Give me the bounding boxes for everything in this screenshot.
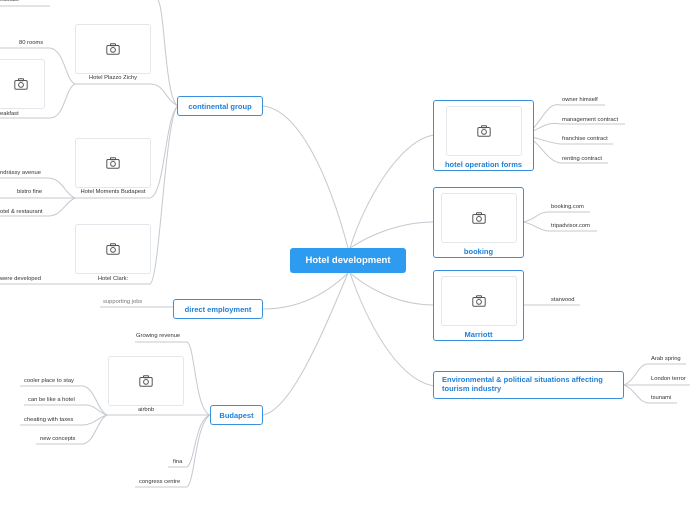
camera-icon xyxy=(106,43,120,55)
topic-title: Marriott xyxy=(464,330,493,339)
subtopic-renting-contract[interactable]: renting contract xyxy=(562,156,602,162)
topic-title: booking xyxy=(463,247,494,256)
subtopic-cooler-place-to-stay[interactable]: cooler place to stay xyxy=(24,378,74,384)
subtopic-supporting-jobs[interactable]: supporting jobs xyxy=(103,299,143,305)
subtopic-owner-himself[interactable]: owner himself xyxy=(562,97,598,103)
camera-icon xyxy=(471,212,486,224)
topic-continental-group[interactable]: continental group xyxy=(177,96,263,116)
subtopic-were-developed[interactable]: were developed xyxy=(0,276,41,282)
topic-direct-employment[interactable]: direct employment xyxy=(173,299,263,319)
subtopic-growing-revenue[interactable]: Growing revenue xyxy=(136,333,181,339)
subtopic-tripadvisor-com[interactable]: tripadvisor.com xyxy=(551,223,590,229)
camera-icon xyxy=(139,375,153,387)
image-placeholder-breakfast xyxy=(0,59,45,109)
topic-title: Environmental & political situations aff… xyxy=(442,375,603,393)
subtopic-80-rooms[interactable]: 80 rooms xyxy=(19,40,44,46)
subtopic-cheating-with-taxes[interactable]: cheating with taxes xyxy=(24,417,74,423)
image-placeholder-airbnb xyxy=(108,356,184,406)
central-topic[interactable]: Hotel development xyxy=(290,248,406,273)
topic-title: hotel operation forms xyxy=(444,160,523,169)
subtopic-bistro-fine[interactable]: bistro fine xyxy=(17,189,43,195)
subtopic-andrassy-avenue[interactable]: ndrássy avenue xyxy=(0,170,41,176)
image-placeholder-moments xyxy=(75,138,151,188)
subtopic-hotel-restaurant[interactable]: otel & restaurant xyxy=(0,209,43,215)
camera-icon xyxy=(106,157,120,169)
topic-hotel-operation-forms[interactable]: hotel operation forms xyxy=(433,100,534,171)
camera-icon xyxy=(476,125,491,137)
subtopic-booking-com[interactable]: booking.com xyxy=(551,204,584,210)
subtopic-partial-breakfast[interactable]: eakfast xyxy=(0,111,19,117)
subtopic-tsunami[interactable]: tsunami xyxy=(651,395,672,401)
image-placeholder xyxy=(440,276,517,326)
subtopic-partial-breakfast-top[interactable]: eakfast xyxy=(0,0,19,3)
topic-marriott[interactable]: Marriott xyxy=(433,270,524,341)
image-placeholder-clark xyxy=(75,224,151,274)
image-placeholder xyxy=(445,106,522,156)
camera-icon xyxy=(14,78,28,90)
topic-budapest[interactable]: Budapest xyxy=(210,405,263,425)
subtopic-new-concepts[interactable]: new concepts xyxy=(40,436,76,442)
subtopic-arab-spring[interactable]: Arab spring xyxy=(651,356,681,362)
image-placeholder xyxy=(440,193,517,243)
subtopic-hotel-clark[interactable]: Hotel Clark: xyxy=(97,276,129,282)
subtopic-hotel-plazzo-zichy[interactable]: Hotel Plazzo Zichy xyxy=(88,75,138,81)
subtopic-congress-centre[interactable]: congress centre xyxy=(139,479,181,485)
topic-environmental-political[interactable]: Environmental & political situations aff… xyxy=(433,371,624,399)
subtopic-airbnb[interactable]: airbnb xyxy=(137,407,155,413)
subtopic-management-contract[interactable]: management contract xyxy=(562,117,619,123)
camera-icon xyxy=(471,295,486,307)
camera-icon xyxy=(106,243,120,255)
image-placeholder-zichy xyxy=(75,24,151,74)
topic-booking[interactable]: booking xyxy=(433,187,524,258)
subtopic-starwood[interactable]: starwood xyxy=(551,297,575,303)
subtopic-can-be-like-a-hotel[interactable]: can be like a hotel xyxy=(28,397,75,403)
subtopic-london-terror[interactable]: London terror xyxy=(651,376,686,382)
subtopic-hotel-moments-budapest[interactable]: Hotel Moments Budapest xyxy=(80,189,146,195)
subtopic-franchise-contract[interactable]: franchise contract xyxy=(562,136,608,142)
subtopic-fina[interactable]: fina xyxy=(173,459,183,465)
